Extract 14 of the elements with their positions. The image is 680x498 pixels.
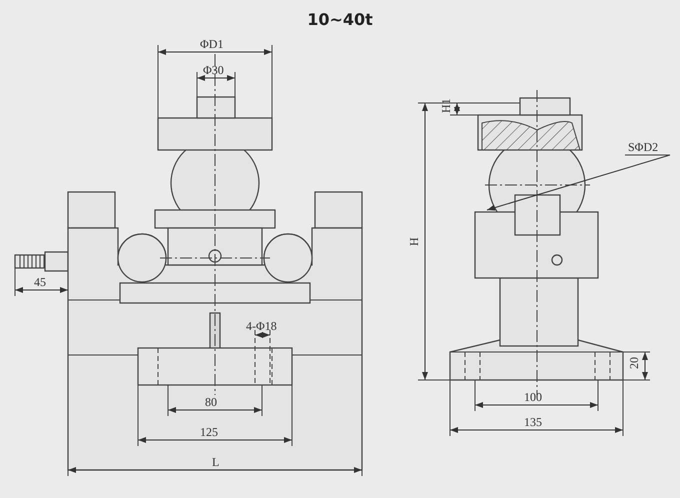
dimension-label: 45	[34, 276, 46, 289]
dimension-label: ΦD1	[200, 38, 224, 51]
dimension-label: 135	[524, 416, 542, 429]
dimension-label: H	[408, 237, 421, 246]
dimension-label: L	[212, 456, 220, 469]
dimension-label: 100	[524, 391, 542, 404]
diagram-title: 10~40t	[306, 10, 374, 29]
dimension-label: 20	[628, 357, 641, 369]
dimension-label: 80	[205, 396, 217, 409]
dimension-label: Φ30	[203, 64, 224, 77]
dimension-label: 125	[200, 426, 218, 439]
dimension-label: 4-Φ18	[246, 320, 277, 333]
dimension-label: SΦD2	[628, 141, 658, 154]
dimension-label: H1	[440, 98, 453, 113]
